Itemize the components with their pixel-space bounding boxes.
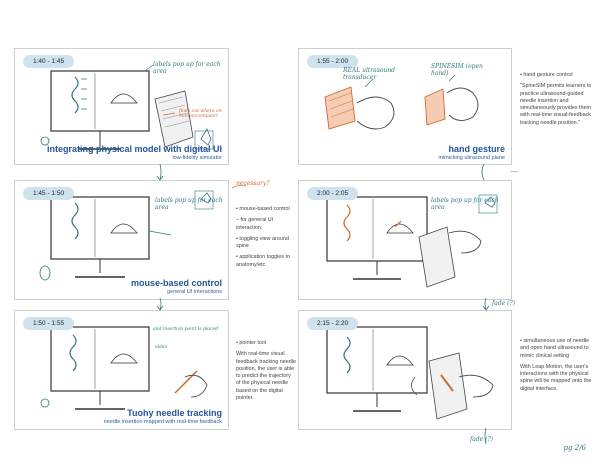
note-body: "SpineSIM permits learners to practice u… [520, 83, 592, 126]
note-item: • application toggles to anatomy/etc [236, 254, 291, 268]
panel-subtitle: mimicking ultrasound plane [438, 155, 505, 161]
time-tag: 1:55 - 2:00 [307, 55, 359, 68]
notes-pointer-tool: • pointer tool With real-time visual fee… [236, 340, 296, 406]
notes-mouse-control: • mouse-based control – for general UI i… [236, 206, 296, 273]
annotation-scribble: SPINESIM (open hand) [431, 63, 483, 77]
panel-subtitle: general UI interactions [166, 289, 222, 295]
note-body: With Leap Motion, the user's interaction… [520, 363, 592, 392]
note-bullet: • simultaneous use of needle and open ha… [520, 338, 590, 359]
panel-title: hand gesture [448, 144, 505, 154]
notes-hand-gesture: • hand gesture control "SpineSIM permits… [520, 72, 592, 131]
annotation-scribble: fade (?) [470, 436, 493, 443]
storyboard-panel-5: 2:00 - 2:05 labels pop up for each area [298, 180, 512, 300]
panel-title: mouse-based control [130, 278, 222, 288]
annotation-scribble: video [155, 345, 168, 350]
page-number: pg 2/6 [563, 444, 586, 452]
annotation-scribble: labels pop up for each area [153, 61, 221, 75]
panel-subtitle: low-fidelity simulator [172, 155, 222, 161]
note-item: • toggling view around spine [236, 235, 289, 250]
time-tag: 1:45 - 1:50 [23, 187, 75, 200]
sketch-monitor-mouse [39, 190, 214, 281]
storyboard-panel-4: 1:55 - 2:00 REAL ultrasound transducer S… [298, 48, 512, 165]
annotation-scribble: finds out where on human/computer [179, 109, 222, 119]
note-bullet: • pointer tool [236, 340, 267, 346]
panel-title: Tuohy needle tracking [127, 408, 222, 418]
panel-subtitle: needle insertion mapped with real-time f… [103, 419, 222, 425]
annotation-scribble: labels pop up for each area [155, 197, 223, 211]
note-body: With real-time visual feedback tracking … [236, 351, 296, 402]
time-tag: 1:40 - 1:45 [23, 55, 75, 68]
time-tag: 1:50 - 1:55 [23, 317, 75, 330]
annotation-scribble: fade (?) [492, 300, 515, 307]
annotation-scribble: labels pop up for each area [431, 197, 499, 211]
note-bullet: • hand gesture control [520, 72, 573, 78]
annotation-scribble: necessary? [236, 180, 270, 187]
storyboard-panel-6: 2:15 - 2:20 [298, 310, 512, 430]
sketch-monitor-hand [326, 194, 498, 288]
sketch-hand-gesture [324, 74, 479, 130]
storyboard-panel-3: 1:50 - 1:55 and insertion point is place… [14, 310, 229, 430]
storyboard-panel-2: 1:45 - 1:50 labels pop up for each area … [14, 180, 229, 300]
notes-simultaneous-use: • simultaneous use of needle and open ha… [520, 338, 592, 397]
storyboard-panel-1: 1:40 - 1:45 labels pop up for each area … [14, 48, 229, 165]
panel-title: integrating physical model with digital … [46, 144, 222, 154]
annotation-scribble: REAL ultrasound transducer [343, 67, 396, 81]
annotation-scribble: ---- [510, 168, 519, 175]
sketch-monitor-physical-model [40, 64, 214, 150]
note-bullet: • mouse-based control [236, 206, 290, 212]
time-tag: 2:00 - 2:05 [307, 187, 359, 200]
sketch-monitor-needle [40, 326, 208, 410]
time-tag: 2:15 - 2:20 [307, 317, 359, 330]
note-item: – for general UI interaction: [236, 217, 274, 231]
annotation-scribble: and insertion point is placed [153, 327, 219, 332]
sketch-monitor-needle-hand [326, 326, 494, 420]
